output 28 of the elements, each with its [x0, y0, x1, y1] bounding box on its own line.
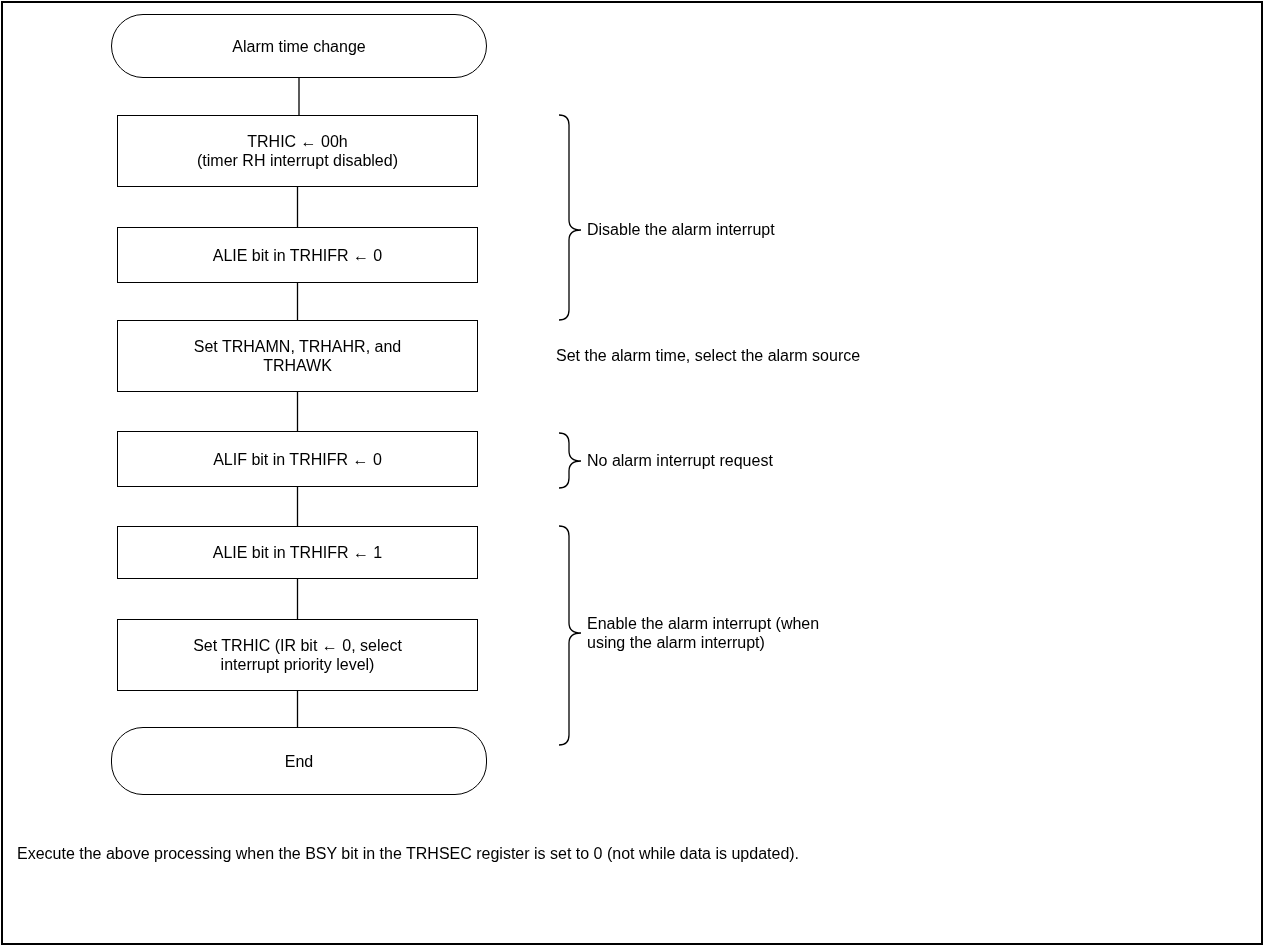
annotation-text: No alarm interrupt request: [587, 451, 773, 470]
connector-line: [296, 690, 299, 728]
process-box: [117, 431, 478, 487]
node-text: (timer RH interrupt disabled): [197, 151, 398, 170]
node-text: ALIE bit in TRHIFR ← 0: [212, 245, 383, 265]
annotation-text: Execute the above processing when the BSY bit in the TRHSEC register is set to 0 (not while data is updated).: [17, 844, 800, 863]
connector-line: [296, 578, 299, 620]
terminal-shape: [111, 727, 487, 795]
node-text: ALIE bit in TRHIFR ← 1: [212, 543, 383, 562]
process-box: [117, 526, 478, 579]
connector-line: [296, 486, 299, 527]
process-box: [117, 115, 478, 187]
node-text: Set TRHAMN, TRHAHR, and TRHAWK: [192, 337, 403, 375]
node-text: Alarm time change: [232, 36, 366, 56]
process-box: [117, 320, 478, 392]
annotation-text: Enable the alarm interrupt (when using the alarm interrupt): [587, 614, 821, 652]
process-box: [117, 619, 478, 691]
connector-line: [298, 77, 300, 116]
connector-line: [296, 391, 299, 432]
node-text: ALIF bit in TRHIFR ← 0: [213, 449, 382, 469]
process-box: [117, 227, 478, 283]
connector-line: [296, 282, 299, 321]
node-text: Set TRHIC (IR bit ← 0, select interrupt priority level): [192, 636, 403, 674]
annotation-text: Disable the alarm interrupt: [587, 220, 775, 239]
annotation-text: Set the alarm time, select the alarm source: [556, 346, 861, 365]
connector-line: [296, 186, 299, 228]
node-text: End: [284, 751, 314, 771]
node-text: TRHIC ← 00h: [247, 132, 348, 151]
